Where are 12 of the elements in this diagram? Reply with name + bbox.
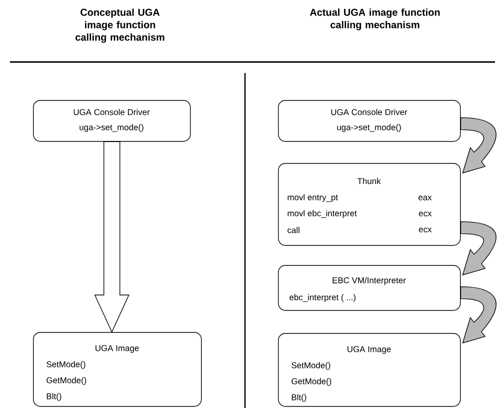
process-box: UGA Image SetMode() GetMode() Blt() — [278, 333, 461, 407]
process-box: EBC VM/Interpreter ebc_interpret ( ...) — [278, 265, 461, 311]
curved-arrow — [460, 221, 496, 276]
process-box: Thunk movl entry_pt eax movl ebc_interpret ecx call ecx — [278, 163, 461, 246]
process-box: UGA Console Driver uga->set_mode() — [33, 100, 191, 142]
column-heading: Conceptual UGA image function calling mechanism — [76, 8, 164, 43]
curved-arrow — [460, 286, 496, 344]
curved-arrow — [460, 117, 496, 174]
process-box: UGA Console Driver uga->set_mode() — [278, 100, 461, 142]
column-heading: Actual UGA image function calling mechanism — [310, 8, 440, 30]
arrow — [94, 141, 130, 333]
process-box: UGA Image SetMode() GetMode() Blt() — [33, 332, 202, 407]
